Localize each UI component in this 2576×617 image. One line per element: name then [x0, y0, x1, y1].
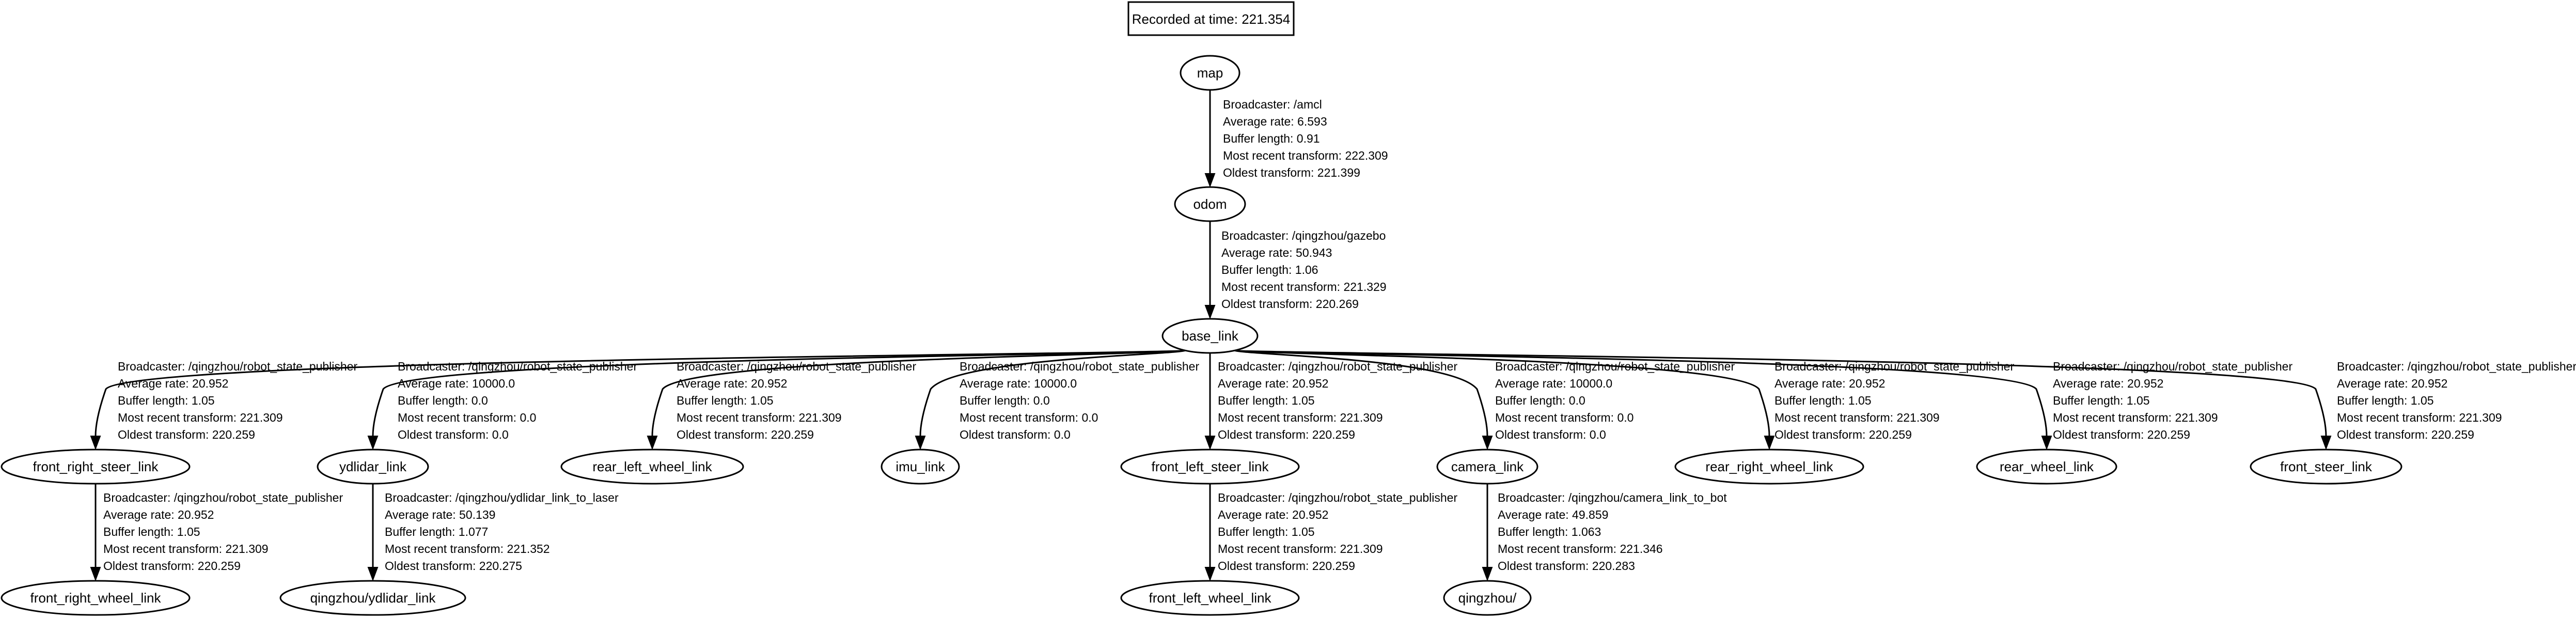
arrowhead: [90, 567, 101, 581]
arrowhead: [915, 436, 926, 450]
node-label: rear_wheel_link: [2000, 459, 2094, 474]
node-map: map: [1180, 55, 1240, 91]
arrowhead: [90, 436, 101, 450]
edge-base-ydlidar: Broadcaster: /qingzhou/robot_state_publi…: [367, 349, 1188, 450]
node-qingzhou: qingzhou/: [1443, 580, 1532, 616]
edge-frs-frw: Broadcaster: /qingzhou/robot_state_publi…: [90, 484, 343, 581]
node-rear-left-wheel-link: rear_left_wheel_link: [560, 449, 744, 485]
edge-line: [1232, 349, 2327, 437]
arrowhead: [1482, 567, 1493, 581]
edge-line: [651, 349, 1188, 437]
arrowhead: [2320, 436, 2332, 450]
edge-line: [919, 349, 1188, 437]
edge-label: Broadcaster: /qingzhou/robot_state_publi…: [118, 360, 357, 441]
edge-fls-flw: Broadcaster: /qingzhou/robot_state_publi…: [1204, 484, 1457, 581]
edge-line: [1232, 349, 1488, 437]
recorded-time-label: Recorded at time: 221.354: [1132, 11, 1290, 27]
edge-base-rrw: Broadcaster: /qingzhou/robot_state_publi…: [1232, 349, 2014, 450]
node-odom: odom: [1174, 186, 1246, 222]
edge-base-imu: Broadcaster: /qingzhou/robot_state_publi…: [915, 349, 1199, 450]
arrowhead: [1204, 173, 1216, 188]
node-ydlidar-link: ydlidar_link: [317, 449, 429, 485]
arrowhead: [1204, 305, 1216, 319]
edge-base-fls: Broadcaster: /qingzhou/robot_state_publi…: [1204, 353, 1457, 450]
edge-label: Broadcaster: /qingzhou/robot_state_publi…: [1218, 360, 1457, 441]
edge-label: Broadcaster: /qingzhou/robot_state_publi…: [960, 360, 1199, 441]
arrowhead: [647, 436, 658, 450]
node-label: qingzhou/: [1458, 590, 1517, 606]
arrowhead: [367, 436, 379, 450]
edge-label: Broadcaster: /qingzhou/robot_state_publi…: [677, 360, 916, 441]
node-label: ydlidar_link: [339, 459, 407, 474]
edge-label: Broadcaster: /qingzhou/robot_state_publi…: [1495, 360, 1735, 441]
edge-ydlidar-qz: Broadcaster: /qingzhou/ydlidar_link_to_l…: [367, 484, 619, 581]
edge-base-rlw: Broadcaster: /qingzhou/robot_state_publi…: [647, 349, 1188, 450]
node-front-right-steer-link: front_right_steer_link: [1, 449, 191, 485]
node-label: rear_left_wheel_link: [592, 459, 712, 474]
edge-label: Broadcaster: /qingzhou/robot_state_publi…: [2337, 360, 2576, 441]
node-rear-right-wheel-link: rear_right_wheel_link: [1674, 449, 1864, 485]
node-front-left-wheel-link: front_left_wheel_link: [1120, 580, 1300, 616]
node-label: odom: [1193, 196, 1227, 212]
node-front-right-wheel-link: front_right_wheel_link: [1, 580, 191, 616]
node-label: camera_link: [1451, 459, 1524, 474]
edge-base-rw: Broadcaster: /qingzhou/robot_state_publi…: [1232, 349, 2292, 450]
arrowhead: [1204, 436, 1216, 450]
recorded-time-box: Recorded at time: 221.354: [1127, 1, 1295, 36]
edge-label: Broadcaster: /qingzhou/camera_link_to_bo…: [1498, 491, 1727, 573]
edge-label: Broadcaster: /qingzhou/ydlidar_link_to_l…: [385, 491, 619, 573]
edge-base-fs: Broadcaster: /qingzhou/robot_state_publi…: [1232, 349, 2576, 450]
node-rear-wheel-link: rear_wheel_link: [1976, 449, 2117, 485]
arrowhead: [1482, 436, 1493, 450]
node-front-steer-link: front_steer_link: [2250, 449, 2402, 485]
node-label: imu_link: [896, 459, 945, 474]
node-camera-link: camera_link: [1436, 449, 1538, 485]
edge-camera-qz: Broadcaster: /qingzhou/camera_link_to_bo…: [1482, 484, 1727, 581]
edge-label: Broadcaster: /qingzhou/robot_state_publi…: [2053, 360, 2292, 441]
node-label: rear_right_wheel_link: [1705, 459, 1833, 474]
node-label: front_right_wheel_link: [30, 590, 162, 606]
node-label: front_left_wheel_link: [1149, 590, 1271, 606]
edge-line: [372, 349, 1188, 437]
node-label: front_steer_link: [2280, 459, 2373, 474]
edge-label: Broadcaster: /qingzhou/robot_state_publi…: [1774, 360, 2014, 441]
edge-label: Broadcaster: /qingzhou/robot_state_publi…: [1218, 491, 1457, 573]
arrowhead: [367, 567, 379, 581]
node-imu-link: imu_link: [881, 449, 960, 485]
edge-label: Broadcaster: /qingzhou/robot_state_publi…: [398, 360, 637, 441]
node-base-link: base_link: [1161, 318, 1259, 354]
arrowhead: [1764, 436, 1775, 450]
arrowhead: [2041, 436, 2052, 450]
node-label: base_link: [1182, 328, 1239, 344]
arrowhead: [1204, 567, 1216, 581]
node-label: map: [1197, 65, 1223, 81]
edge-label: Broadcaster: /qingzhou/robot_state_publi…: [103, 491, 343, 573]
node-front-left-steer-link: front_left_steer_link: [1120, 449, 1300, 485]
node-label: front_left_steer_link: [1152, 459, 1269, 474]
node-label: front_right_steer_link: [33, 459, 159, 474]
node-label: qingzhou/ydlidar_link: [310, 590, 436, 606]
node-qingzhou-ydlidar: qingzhou/ydlidar_link: [279, 580, 466, 616]
